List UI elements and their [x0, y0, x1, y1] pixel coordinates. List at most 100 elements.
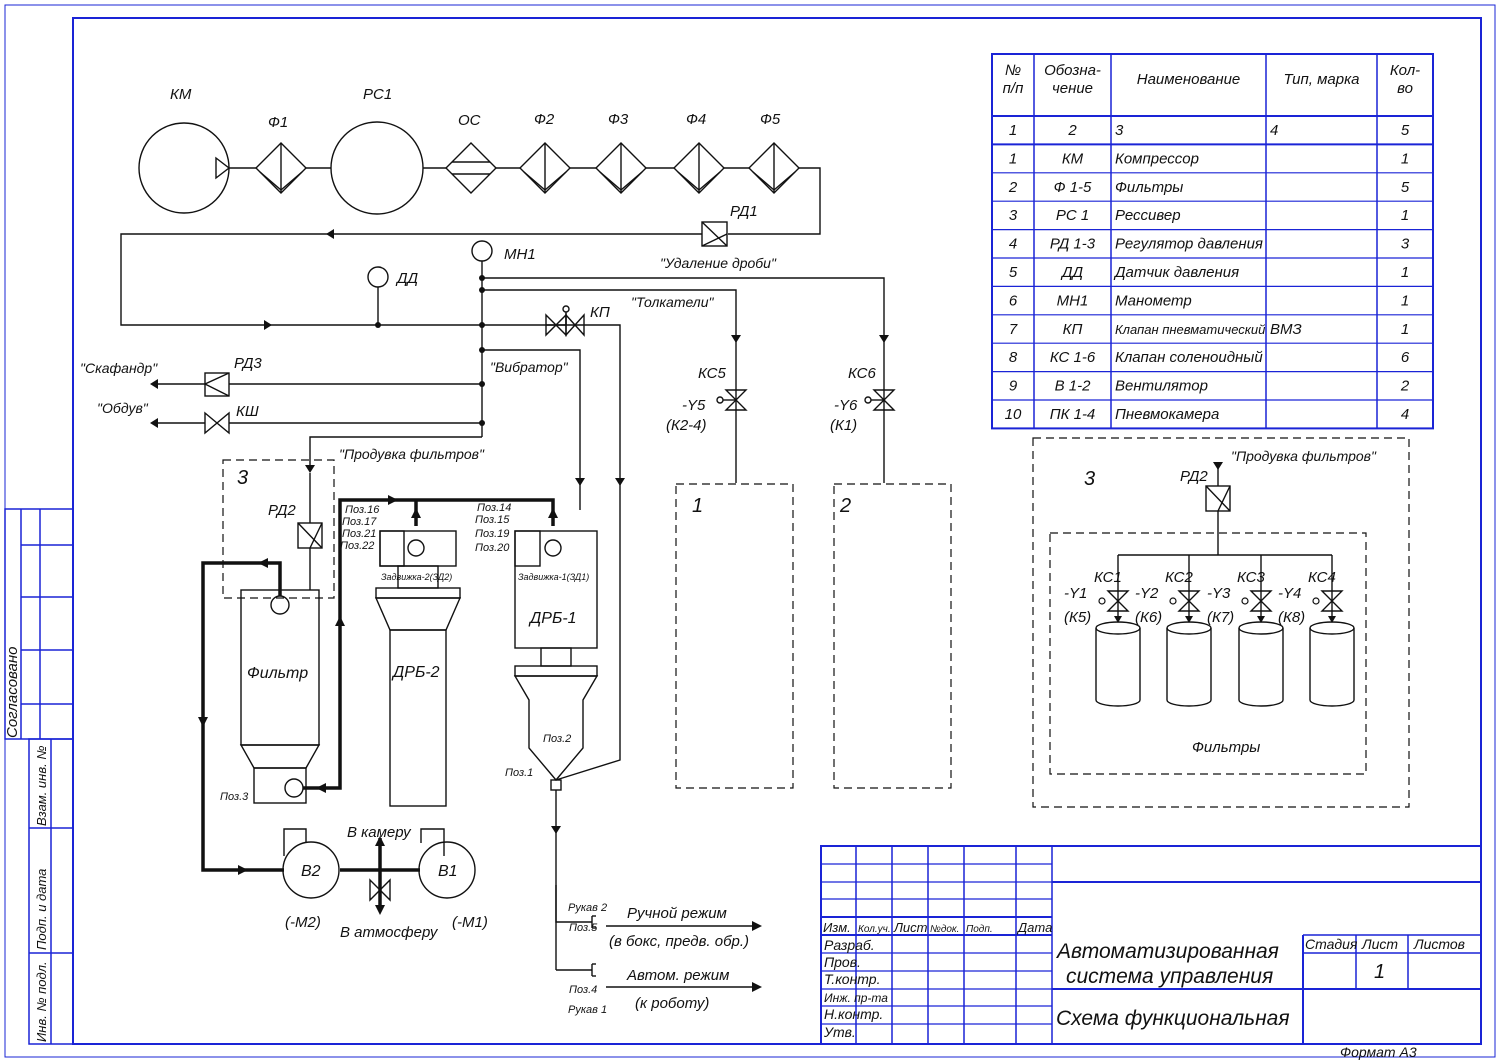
pos-22: Поз.22 — [340, 540, 374, 552]
label-suit: "Скафандр" — [80, 360, 158, 376]
label-kp: КП — [590, 304, 610, 321]
pos-1: Поз.1 — [505, 767, 533, 779]
spec-table-cell: Клапан соленоидный — [1115, 349, 1263, 366]
title-block-col-head: Лист — [893, 920, 928, 935]
detail-valve-y: -Y3 — [1207, 585, 1231, 602]
spec-table-index-cell: 4 — [1270, 122, 1278, 139]
detail-solenoid-mark — [1241, 597, 1249, 605]
spec-table-cell: Клапан пневматический — [1115, 322, 1265, 337]
label-rd2-main: РД2 — [268, 502, 296, 519]
spec-table-cell: 4 — [1401, 406, 1409, 423]
title-block-col-head: Подп. — [966, 924, 993, 935]
flow-arrowheads — [150, 335, 889, 486]
junction-dots — [375, 275, 485, 426]
spec-table-cell: РС 1 — [1056, 207, 1089, 224]
spec-table-cell: Вентилятор — [1115, 378, 1208, 395]
label-v2: В2 — [301, 863, 321, 880]
label-os: ОС — [458, 112, 481, 129]
detail-valves: КС1-Y1(К5)КС2-Y2(К6)КС3-Y3(К7)КС4-Y4(К8) — [1064, 555, 1355, 707]
label-manual-note: (в бокс, предв. обр.) — [609, 933, 749, 950]
spec-table-cell: 7 — [1009, 321, 1018, 338]
label-pushers: "Толкатели" — [631, 294, 714, 310]
hose-arrowheads — [752, 921, 762, 992]
label-y6: -Y6 — [834, 397, 858, 414]
spec-table-cell: МН1 — [1057, 292, 1089, 309]
spec-table-cell: Манометр — [1115, 292, 1192, 309]
label-rs1: РС1 — [363, 86, 392, 103]
pos-21: Поз.21 — [342, 528, 376, 540]
label-filter: Фильтр — [247, 665, 308, 682]
air-ducts — [201, 498, 555, 910]
title-block-role: Инж. пр-та — [824, 991, 888, 1005]
label-f3: Ф3 — [608, 111, 629, 128]
spec-table-header: чение — [1052, 80, 1093, 97]
distribution-lines — [155, 240, 896, 781]
label-vibrator: "Вибратор" — [490, 359, 569, 375]
spec-table-cell: Датчик давления — [1113, 264, 1239, 281]
detail-valve-arrowhead — [1257, 616, 1265, 623]
spec-table-header: п/п — [1003, 80, 1024, 97]
spec-table-cell: 5 — [1401, 179, 1410, 196]
detail-rd2: РД2 — [1180, 468, 1208, 485]
label-drb1: ДРБ-1 — [528, 610, 577, 627]
label-f1: Ф1 — [268, 114, 288, 131]
detail-valve-y: -Y4 — [1278, 585, 1301, 602]
label-auto-note: (к роботу) — [635, 995, 709, 1012]
label-drb2: ДРБ-2 — [391, 664, 440, 681]
spec-table-cell: ВМЗ — [1270, 321, 1302, 338]
detail-filter-top — [1238, 621, 1284, 635]
detail-filter-cylinder — [1238, 628, 1284, 707]
detail-valve-k: (К8) — [1278, 609, 1305, 626]
title-block-role: Т.контр. — [824, 971, 880, 987]
detail-valve-symbol — [1320, 590, 1344, 612]
spec-table-cell: 1 — [1401, 292, 1409, 309]
label-y5: -Y5 — [682, 397, 706, 414]
detail-filter-cylinder — [1166, 628, 1212, 707]
detail-purge-arrowhead — [1213, 462, 1223, 470]
detail-filter-top — [1095, 621, 1141, 635]
detail-filters-label: Фильтры — [1192, 739, 1260, 756]
title-block-role: Пров. — [824, 954, 861, 970]
detail-solenoid-mark — [1098, 597, 1106, 605]
spec-table-cell: 5 — [1009, 264, 1018, 281]
label-manual-mode: Ручной режим — [627, 905, 727, 922]
filter-drb-equipment — [222, 459, 599, 970]
detail-valve-symbol — [1249, 590, 1273, 612]
label-box3: 3 — [237, 467, 248, 489]
spec-table-cell: 1 — [1009, 150, 1017, 167]
stage-label: Стадия — [1305, 936, 1358, 952]
title-line-1: Автоматизированная — [1055, 940, 1279, 963]
label-m1: (-М1) — [452, 914, 488, 931]
spec-table-cell: Пневмокамера — [1115, 406, 1219, 423]
pos-16: Поз.16 — [345, 504, 380, 516]
label-shot-removal: "Удаление дроби" — [660, 255, 777, 271]
label-k1: (К1) — [830, 417, 857, 434]
spec-table-cell: КС 1-6 — [1050, 349, 1096, 366]
spec-table-cell: Регулятор давления — [1115, 236, 1263, 253]
spec-table-cell: 9 — [1009, 378, 1018, 395]
pos-15: Поз.15 — [475, 514, 510, 526]
detail-valve-kc: КС2 — [1165, 569, 1194, 586]
detail-filter-cylinder — [1095, 628, 1141, 707]
spec-table-cell: 3 — [1401, 236, 1410, 253]
spec-table-cell: 8 — [1009, 349, 1018, 366]
title-block-role: Утв. — [823, 1024, 856, 1040]
detail-valve-kc: КС3 — [1237, 569, 1266, 586]
spec-table-cell: 1 — [1401, 150, 1409, 167]
title-block-frame — [820, 845, 1482, 1045]
spec-table-cell: 10 — [1005, 406, 1022, 423]
spec-table-cell: ПК 1-4 — [1050, 406, 1096, 423]
spec-table-cell: 2 — [1400, 378, 1410, 395]
pos-19: Поз.19 — [475, 528, 509, 540]
spec-table-cell: ДД — [1060, 264, 1084, 281]
label-km: КМ — [170, 86, 192, 103]
chamber-2-number: 2 — [839, 495, 851, 517]
flow-arrows-main — [264, 229, 334, 330]
label-blowoff: "Обдув" — [97, 400, 149, 416]
spec-table-cell: РД 1-3 — [1050, 236, 1096, 253]
spec-table-cell: КМ — [1062, 150, 1084, 167]
spec-table-cell: 1 — [1401, 264, 1409, 281]
detail-valve-symbol — [1177, 590, 1201, 612]
